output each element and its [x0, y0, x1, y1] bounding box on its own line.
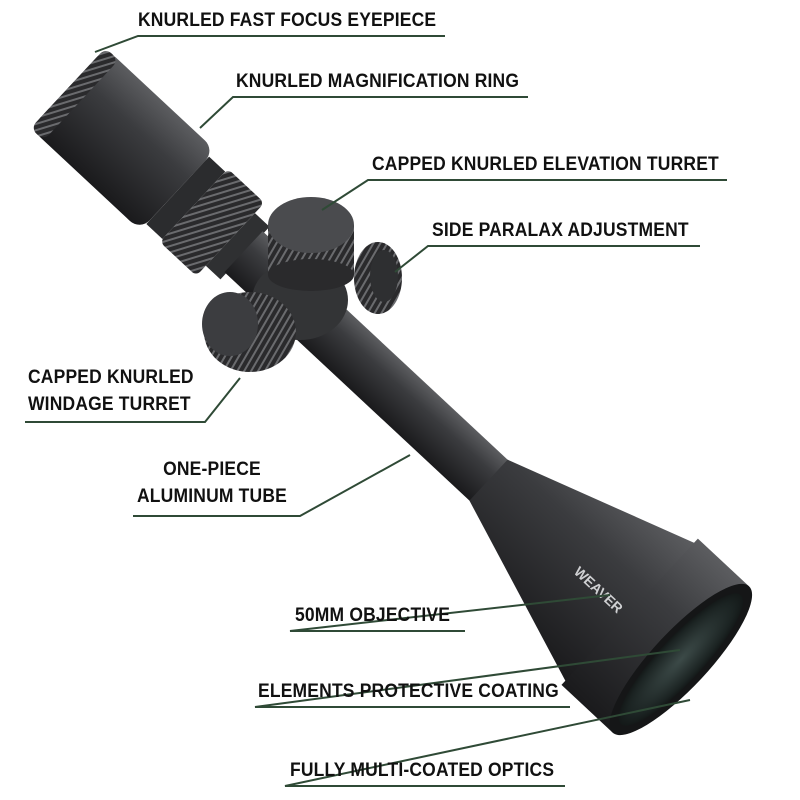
objective-bell: [469, 459, 696, 683]
label-coating: ELEMENTS PROTECTIVE COATING: [258, 681, 559, 702]
leader-lines: [25, 35, 727, 787]
label-optics: FULLY MULTI-COATED OPTICS: [290, 760, 555, 781]
windage-turret: [202, 292, 296, 372]
label-objective: 50MM OBJECTIVE: [295, 605, 451, 626]
label-eyepiece: KNURLED FAST FOCUS EYEPIECE: [138, 10, 437, 31]
objective-lens: [618, 593, 744, 726]
objective-housing: [561, 538, 750, 733]
label-magnification: KNURLED MAGNIFICATION RING: [236, 71, 520, 92]
magnification-ring: [162, 171, 262, 274]
label-windage-line2: WINDAGE TURRET: [28, 394, 191, 415]
label-windage-line1: CAPPED KNURLED: [28, 367, 194, 388]
label-parallax: SIDE PARALAX ADJUSTMENT: [432, 220, 689, 241]
label-tube: ONE-PIECE ALUMINUM TUBE: [137, 456, 287, 510]
label-tube-line1: ONE-PIECE: [163, 459, 261, 480]
label-tube-line2: ALUMINUM TUBE: [137, 486, 287, 507]
elevation-turret: [268, 197, 354, 291]
parallax-knob: [354, 242, 402, 314]
label-windage: CAPPED KNURLED WINDAGE TURRET: [28, 364, 194, 418]
eyepiece-knurl: [33, 51, 116, 138]
label-elevation: CAPPED KNURLED ELEVATION TURRET: [372, 154, 719, 175]
